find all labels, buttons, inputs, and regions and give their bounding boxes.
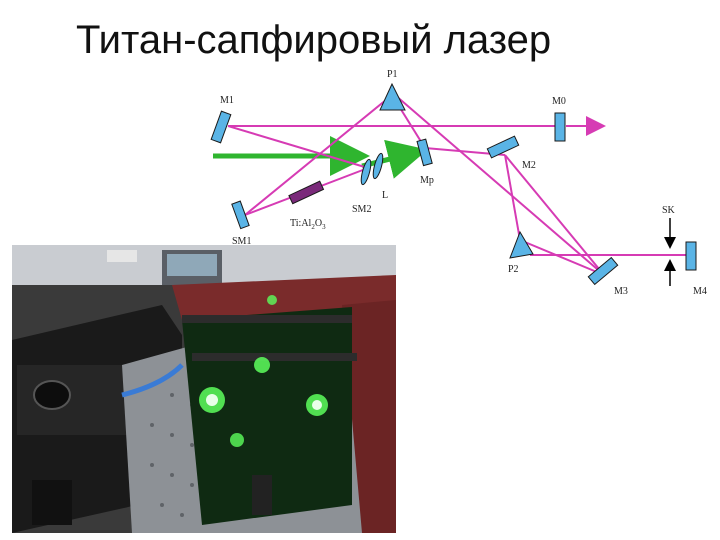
label-m3: M3 [614, 286, 628, 297]
prism-p1 [380, 84, 405, 110]
mirror-m4 [686, 242, 696, 270]
label-m0: M0 [552, 96, 566, 107]
lens-l [371, 153, 384, 180]
mirror-sm2 [359, 159, 372, 186]
laser-lab-photo [12, 245, 396, 533]
label-p1: P1 [387, 69, 398, 80]
label-sm2: SM2 [352, 204, 371, 215]
ti-sapphire-crystal [289, 181, 324, 204]
mirror-m0 [555, 113, 565, 141]
mirror-mp [417, 139, 432, 165]
pump-beam [213, 152, 418, 166]
label-p2: P2 [508, 264, 519, 275]
label-m2: M2 [522, 160, 536, 171]
label-l: L [382, 190, 388, 201]
label-m4: M4 [693, 286, 707, 297]
label-crystal: Ti:Al2O3 [290, 218, 326, 231]
label-mp: Mp [420, 175, 434, 186]
label-sk: SK [662, 205, 676, 216]
label-m1: M1 [220, 95, 234, 106]
